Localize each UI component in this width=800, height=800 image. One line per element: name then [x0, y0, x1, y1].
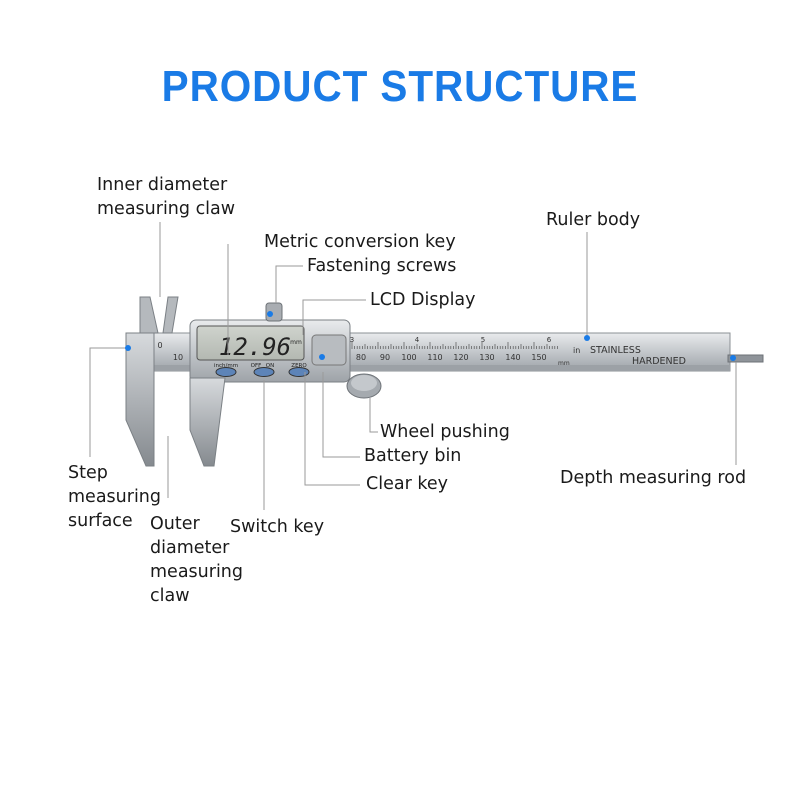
btn-label-on: ON [266, 363, 274, 369]
label-step-measuring-surface: Step measuring surface [68, 463, 162, 531]
mm-tick-label: 10 [173, 353, 183, 362]
label-lcd-display: LCD Display [370, 290, 476, 310]
mm-tick-label: 100 [401, 353, 416, 362]
label-depth-measuring-rod: Depth measuring rod [560, 468, 747, 488]
metric-conversion-key [215, 367, 237, 377]
lcd-reading: 12.96 [219, 333, 291, 361]
label-wheel-pushing: Wheel pushing [380, 422, 510, 442]
label-ruler-body: Ruler body [546, 210, 641, 230]
inch-tick-label: 4 [415, 336, 420, 344]
outer-claw-moving [189, 377, 226, 467]
label-fastening-screws: Fastening screws [307, 256, 457, 276]
label-outer-diameter-claw: Outer diameter measuring claw [150, 514, 244, 606]
label-metric-conversion-key: Metric conversion key [264, 232, 456, 252]
label-inner-diameter-claw: Inner diameter measuring claw [97, 175, 236, 219]
label-clear-key: Clear key [366, 474, 448, 494]
depth-measuring-rod [727, 354, 764, 363]
inner-claw [139, 296, 159, 334]
btn-label-off: OFF [251, 363, 262, 369]
scale-unit-mm: mm [558, 360, 570, 367]
mm-tick-label: 110 [427, 353, 442, 362]
mm-tick-label: 90 [380, 353, 390, 362]
mm-scale-ticks [351, 342, 558, 349]
switch-key [253, 367, 275, 377]
lcd-display [196, 325, 305, 361]
btn-label-inch: inch/mm [214, 363, 238, 369]
scale-unit-in: in [573, 346, 580, 355]
engraving-stainless: STAINLESS [590, 345, 641, 356]
mm-tick-label: 120 [453, 353, 468, 362]
label-switch-key: Switch key [230, 517, 325, 537]
inch-tick-label: 6 [547, 336, 552, 344]
mm-tick-label: 140 [505, 353, 520, 362]
mm-tick-label: 80 [356, 353, 366, 362]
leader-lines [89, 222, 737, 510]
battery-bin [311, 334, 347, 366]
inch-tick-label: 3 [350, 336, 354, 344]
page-title: PRODUCT STRUCTURE [161, 62, 639, 111]
btn-label-zero: ZERO [291, 363, 307, 369]
inch-tick-label: 5 [481, 336, 485, 344]
mm-tick-label: 150 [531, 353, 546, 362]
clear-key [288, 367, 310, 377]
outer-claw-fixed [125, 332, 155, 467]
lcd-unit: mm [290, 339, 302, 346]
marker-dots [125, 311, 590, 360]
mm-tick-label: 0 [157, 341, 162, 350]
mm-tick-label: 130 [479, 353, 494, 362]
label-battery-bin: Battery bin [364, 446, 462, 466]
engraving-hardened: HARDENED [632, 356, 686, 367]
